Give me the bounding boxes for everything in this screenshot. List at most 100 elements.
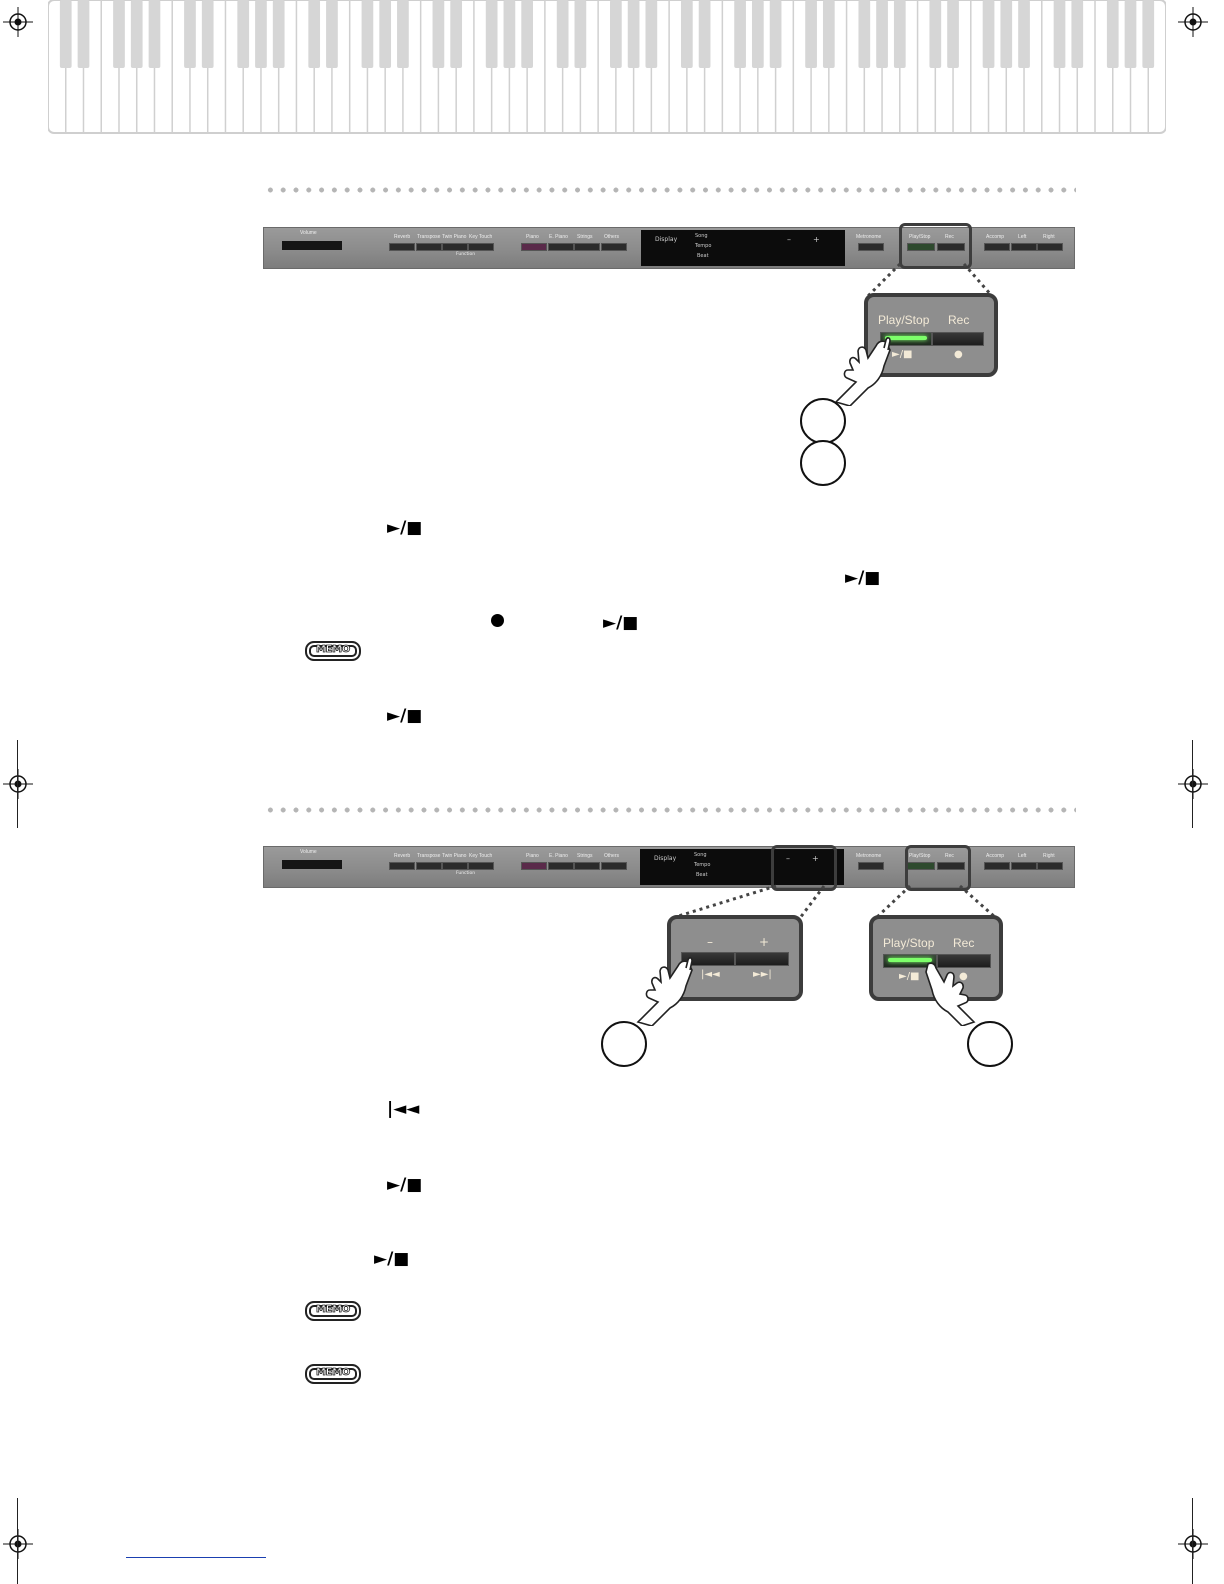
black-key [982, 0, 995, 68]
black-key [237, 0, 250, 68]
accomp-label: Accomp [986, 234, 1005, 240]
panel-button [548, 243, 574, 251]
memo-badge: MEMO [305, 641, 361, 661]
section-separator [264, 807, 1076, 813]
panel-button [574, 243, 600, 251]
black-key [308, 0, 321, 68]
volume-slider [282, 860, 342, 869]
panel-button [548, 862, 574, 870]
forward-zoom-symbol: ►►| [753, 969, 772, 980]
play-stop-zoom-symbol: ►/■ [892, 349, 913, 360]
pointing-hand-icon [834, 337, 891, 406]
crop-line [17, 740, 18, 828]
panel-button [937, 862, 965, 870]
black-key [893, 0, 906, 68]
metronome-label: Metronome [856, 853, 882, 859]
rec-label: Rec [945, 853, 954, 859]
section-separator [264, 187, 1076, 193]
black-key [876, 0, 888, 68]
piano-label: Piano [526, 853, 539, 859]
black-key [734, 0, 746, 68]
keyboard-header-illustration [48, 0, 1166, 134]
memo-badge: MEMO [305, 1364, 361, 1384]
e-piano-label: E. Piano [549, 853, 568, 859]
rec-zoom-button [932, 332, 984, 346]
panel-button [442, 243, 468, 251]
plus-zoom-label: + [759, 935, 770, 949]
rec-label: Rec [945, 234, 954, 240]
black-key [1018, 0, 1030, 68]
rec-zoom-button [937, 954, 991, 968]
play-stop-zoom-button [883, 954, 937, 968]
display-item: Beat [697, 253, 709, 259]
function-label: Function [456, 252, 476, 257]
play-stop-zoom-box: Play/Stop Rec ►/■ ● [864, 293, 998, 377]
crop-line [17, 1498, 18, 1584]
plus-label: + [812, 854, 819, 863]
panel-button [521, 243, 547, 251]
key-touch-label: Key Touch [469, 853, 493, 859]
others-label: Others [604, 853, 620, 859]
black-key [822, 0, 835, 68]
rec-zoom-title: Rec [948, 313, 970, 327]
plus-zoom-button [735, 952, 789, 966]
panel-button [858, 862, 884, 870]
e-piano-label: E. Piano [549, 234, 568, 240]
black-key [1053, 0, 1066, 68]
piano-label: Piano [526, 234, 539, 240]
display-label: Display [654, 855, 677, 862]
play-stop-symbol: ►/■ [387, 1175, 423, 1195]
black-key [610, 0, 622, 68]
transpose-label: Transpose [417, 853, 441, 859]
registration-mark-icon [1178, 7, 1208, 37]
black-key [326, 0, 338, 68]
rec-dot-icon [491, 614, 504, 627]
black-key [113, 0, 125, 68]
display-item: Tempo [695, 243, 712, 249]
black-key [681, 0, 693, 68]
strings-label: Strings [577, 853, 593, 859]
reverb-label: Reverb [394, 853, 411, 859]
play-stop-symbol: ►/■ [603, 613, 639, 633]
panel-button [468, 862, 494, 870]
plus-label: + [813, 235, 820, 244]
minus-zoom-button [681, 952, 735, 966]
black-key [805, 0, 817, 68]
crop-line [1192, 1498, 1193, 1584]
play-stop-highlight [905, 845, 971, 891]
black-key [769, 0, 782, 68]
play-stop-label: Play/Stop [909, 234, 931, 240]
panel-button [601, 862, 627, 870]
metronome-label: Metronome [856, 234, 882, 240]
black-key [1142, 0, 1155, 68]
key-touch-label: Key Touch [469, 234, 493, 240]
control-panel-illustration: Volume Reverb Transpose Twin Piano Key T… [263, 227, 1075, 269]
volume-slider [282, 241, 342, 250]
display-area: Display Song Tempo Beat – + [640, 849, 844, 885]
panel-button [984, 243, 1010, 251]
keyboard-outline [48, 0, 1166, 134]
black-key [1071, 0, 1084, 68]
step-number-circle [800, 398, 846, 444]
black-key [947, 0, 959, 68]
rec-zoom-title: Rec [953, 936, 975, 950]
function-label: Function [456, 871, 476, 876]
black-key [503, 0, 516, 68]
left-label: Left [1018, 234, 1027, 240]
registration-mark-icon [3, 769, 33, 799]
black-key [627, 0, 640, 68]
memo-text: MEMO [315, 1367, 351, 1379]
black-key [858, 0, 871, 68]
play-stop-symbol: ►/■ [374, 1249, 410, 1269]
twin-piano-label: Twin Piano [442, 234, 467, 240]
panel-button [389, 862, 415, 870]
display-item: Beat [696, 872, 708, 878]
panel-button [1011, 243, 1037, 251]
black-key [698, 0, 711, 68]
panel-button [416, 862, 442, 870]
panel-button [416, 243, 442, 251]
control-panel-illustration: Volume Reverb Transpose Twin Piano Key T… [263, 846, 1075, 888]
play-stop-symbol: ►/■ [387, 706, 423, 726]
footer-link-underline[interactable] [126, 1557, 266, 1558]
panel-button [907, 243, 935, 251]
